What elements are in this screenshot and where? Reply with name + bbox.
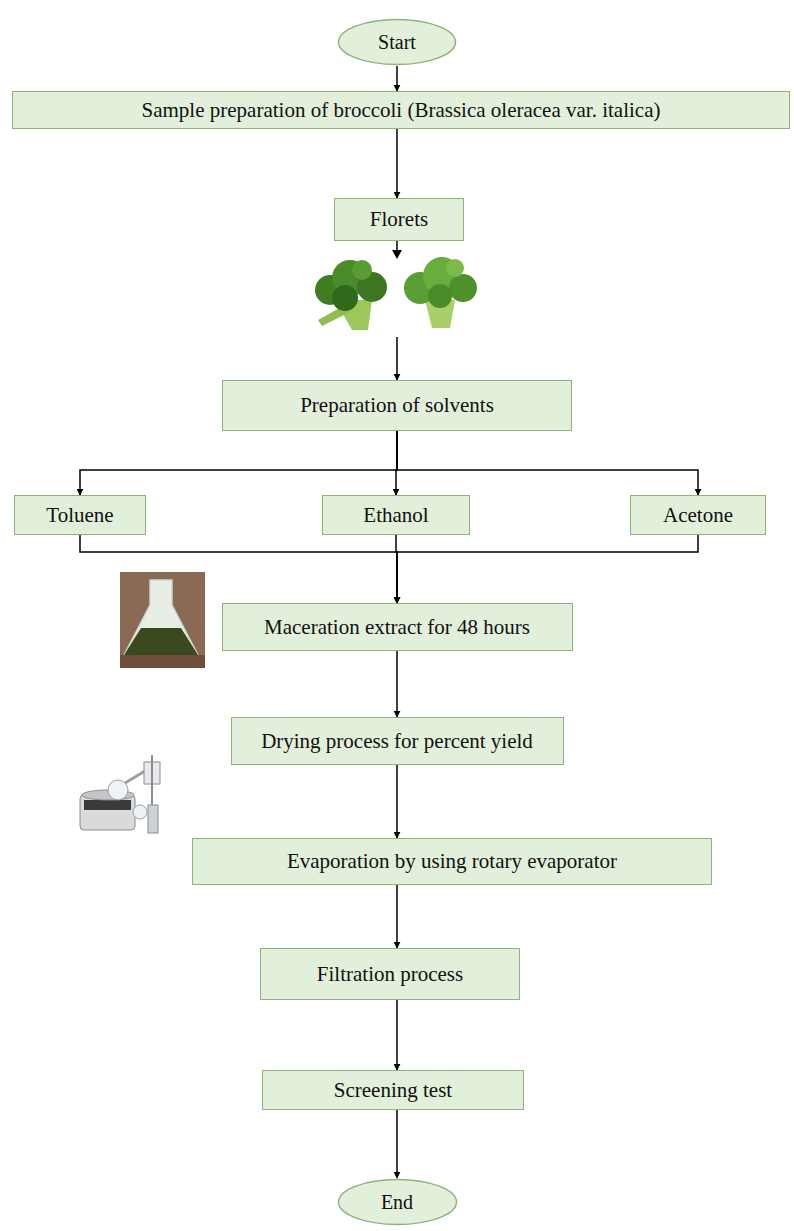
node-text: Preparation of solvents: [300, 393, 494, 417]
node-text: Filtration process: [317, 962, 463, 986]
process-box: Preparation of solvents: [222, 380, 572, 431]
node-text: Toluene: [46, 503, 113, 527]
process-box: Drying process for percent yield: [231, 717, 564, 765]
flow-arrow: [396, 1110, 398, 1178]
node-text: Ethanol: [363, 503, 428, 527]
process-box: Maceration extract for 48 hours: [222, 603, 573, 651]
rotary-evaporator-picture: [80, 755, 160, 833]
node-text: Drying process for percent yield: [261, 729, 533, 753]
flow-arrow: [80, 431, 397, 495]
flask-picture: [120, 572, 205, 668]
flow-arrow: [396, 885, 398, 948]
process-box: Acetone: [630, 495, 766, 535]
process-box: Screening test: [262, 1070, 524, 1110]
flow-arrow: [396, 129, 398, 198]
node-text: Evaporation by using rotary evaporator: [287, 849, 617, 873]
flow-arrow: [80, 535, 397, 603]
process-box: Toluene: [14, 495, 146, 535]
flow-arrow: [396, 241, 398, 380]
node-text: Sample preparation of broccoli (Brassica…: [142, 98, 661, 122]
process-box: Sample preparation of broccoli (Brassica…: [12, 91, 790, 129]
process-box: Evaporation by using rotary evaporator: [192, 838, 712, 885]
ellipse-shape: [338, 1180, 456, 1225]
arrow-head: [392, 250, 402, 259]
process-box: Florets: [334, 198, 464, 241]
broccoli-picture: [315, 257, 477, 330]
flow-arrow: [396, 765, 398, 838]
node-text: Screening test: [334, 1078, 452, 1102]
flow-arrow: [396, 651, 398, 717]
terminal-ellipse: Start: [337, 18, 457, 66]
node-text: End: [381, 1191, 413, 1214]
flow-arrow: [397, 535, 698, 603]
node-text: Florets: [370, 207, 428, 231]
process-box: Filtration process: [260, 948, 520, 1000]
node-text: Acetone: [663, 503, 733, 527]
flow-arrow: [396, 66, 398, 91]
node-text: Maceration extract for 48 hours: [264, 615, 530, 639]
node-text: Start: [378, 31, 416, 54]
ellipse-shape: [339, 20, 456, 65]
flow-arrow: [396, 1000, 398, 1070]
process-box: Ethanol: [322, 495, 470, 535]
flow-arrow: [397, 431, 698, 495]
terminal-ellipse: End: [337, 1178, 458, 1226]
